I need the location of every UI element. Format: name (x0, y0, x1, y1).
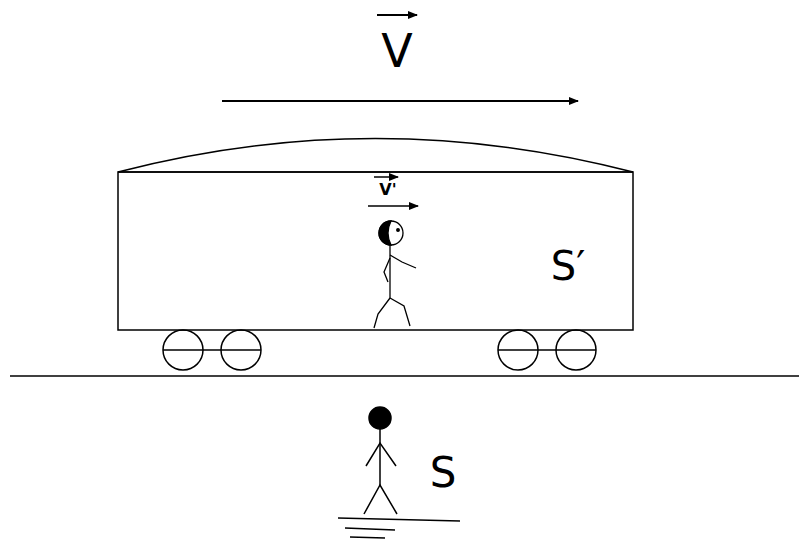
vector-sign (374, 176, 398, 178)
frame-label: S (430, 452, 457, 494)
velocity-arrow (222, 100, 578, 102)
ground-line (10, 375, 799, 377)
velocity-symbol: V (381, 28, 412, 74)
walking-person (374, 221, 416, 328)
car-roof (118, 139, 633, 173)
car-body (118, 172, 633, 330)
vector-sign (377, 14, 417, 16)
standing-person (338, 407, 460, 538)
frame-label: S′ (551, 246, 585, 286)
velocity-arrow (368, 205, 418, 207)
wheels (163, 330, 596, 370)
velocity-symbol: V' (379, 182, 396, 198)
